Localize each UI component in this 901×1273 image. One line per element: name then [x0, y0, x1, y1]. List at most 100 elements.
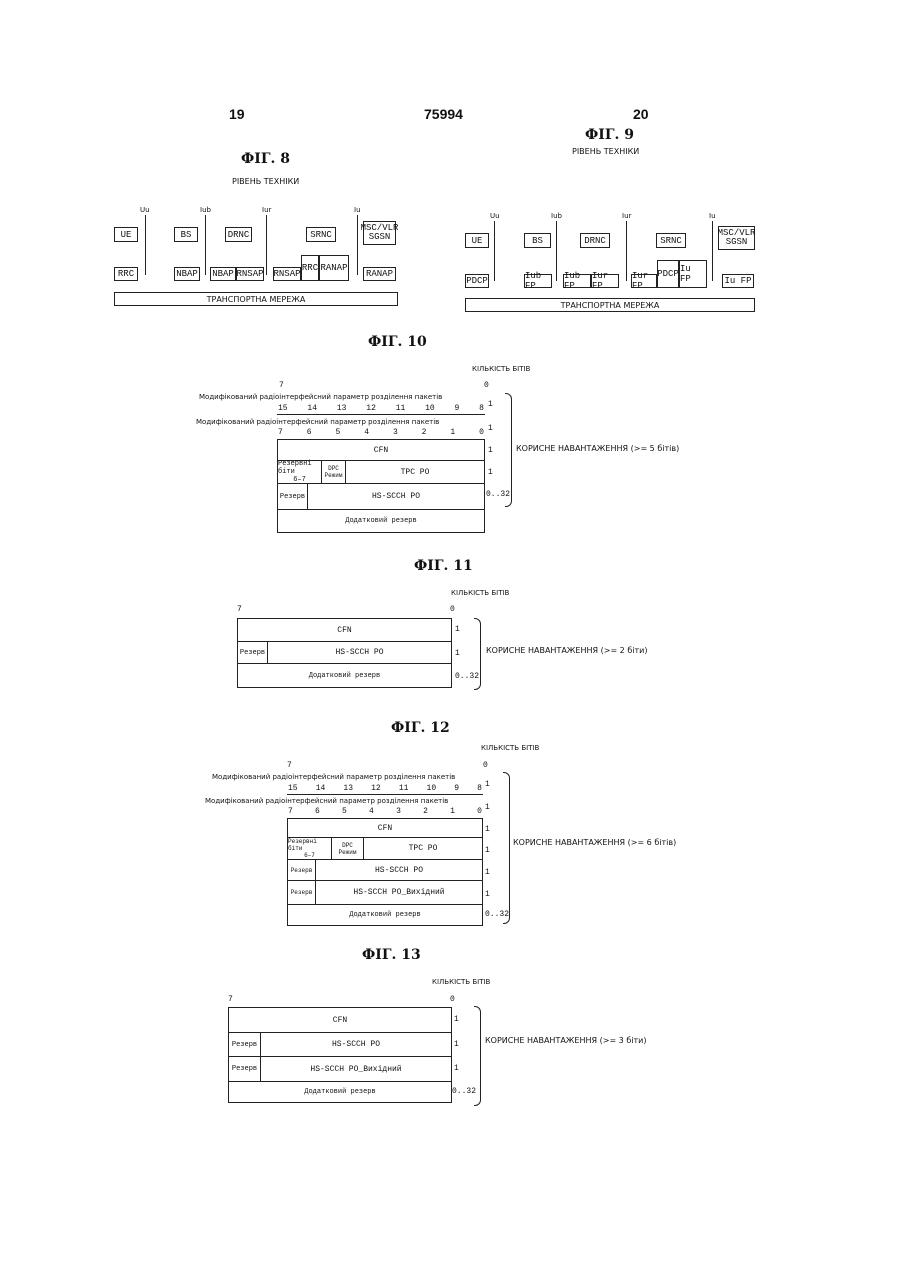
fig9-node-bs: BS	[524, 233, 551, 248]
fig11-bit-lo: 0	[450, 605, 455, 614]
fig13-frame-table: CFN Резерв HS-SCCH PO Резерв HS-SCCH PO_…	[228, 1007, 452, 1103]
fig13-spare-2: Резерв	[229, 1057, 261, 1082]
fig11-cfn: CFN	[238, 619, 451, 642]
fig12-count-4: 1	[485, 868, 490, 877]
fig13-count-1: 1	[454, 1040, 459, 1049]
fig12-count-5: 1	[485, 890, 490, 899]
fig13-bit-lo: 0	[450, 995, 455, 1004]
fig8-node-bs: BS	[174, 227, 198, 242]
fig10-payload: КОРИСНЕ НАВАНТАЖЕННЯ (>= 5 бітів)	[516, 444, 679, 453]
fig11-frame-table: CFN Резерв HS-SCCH PO Додатковий резерв	[237, 618, 452, 688]
fig12-spare-1: Резерв	[288, 860, 316, 881]
fig13-cfn: CFN	[229, 1008, 451, 1033]
fig8-iface-iur: Iur	[262, 206, 271, 214]
fig12-cfn: CFN	[288, 819, 482, 838]
fig10-extra-spare: Додатковий резерв	[278, 510, 484, 532]
fig12-mod-label-2: Модифікований радіоінтерфейсний параметр…	[205, 797, 448, 805]
fig9-proto-pdcp-srnc: PDCP	[657, 260, 679, 288]
fig10-bits-row-2: 76543210	[278, 428, 484, 437]
fig12-extra-spare: Додатковий резерв	[288, 905, 482, 925]
fig13-title: ФІГ. 13	[362, 947, 421, 963]
fig12-hs-scch: HS-SCCH PO	[316, 860, 482, 881]
fig12-bits-label: КІЛЬКІСТЬ БІТІВ	[481, 744, 539, 752]
fig9-proto-pdcp: PDCP	[465, 274, 489, 288]
fig8-proto-nbap-drnc: NBAP	[210, 267, 236, 281]
fig9-title: ФІГ. 9	[585, 127, 634, 143]
fig10-tpc: TPC PO	[346, 461, 484, 484]
fig12-payload: КОРИСНЕ НАВАНТАЖЕННЯ (>= 6 бітів)	[513, 838, 676, 847]
fig8-title: ФІГ. 8	[241, 151, 290, 167]
fig9-subtitle: РІВЕНЬ ТЕХНІКИ	[572, 147, 639, 156]
fig8-node-core: MSC/VLRSGSN	[363, 221, 396, 245]
fig13-hs-scch: HS-SCCH PO	[261, 1033, 451, 1057]
fig12-count-3: 1	[485, 846, 490, 855]
fig8-iface-uu: Uu	[140, 206, 150, 214]
fig12-hs-scch-out: HS-SCCH PO_Вихідний	[316, 881, 482, 905]
fig12-dpc-mode: DPCРежим	[332, 838, 364, 860]
fig10-cfn: CFN	[278, 440, 484, 461]
fig10-brace	[505, 393, 512, 507]
fig11-brace	[474, 618, 481, 690]
fig13-count-0: 1	[454, 1015, 459, 1024]
fig9-iface-uu: Uu	[490, 212, 500, 220]
fig10-title: ФІГ. 10	[368, 334, 427, 350]
fig12-bits-row-1: 15141312111098	[288, 784, 482, 793]
fig12-spare-2: Резерв	[288, 881, 316, 905]
fig12-frame-table: CFN Резервні біти6–7 DPCРежим TPC PO Рез…	[287, 818, 483, 926]
fig8-proto-rnsap-srnc: RNSAP	[273, 267, 301, 281]
fig12-mod-label-1: Модифікований радіоінтерфейсний параметр…	[212, 773, 455, 781]
fig11-bit-hi: 7	[237, 605, 242, 614]
fig11-extra-spare: Додатковий резерв	[238, 664, 451, 687]
fig11-count-0: 1	[455, 625, 460, 634]
fig13-bit-hi: 7	[228, 995, 233, 1004]
fig12-tpc: TPC PO	[364, 838, 482, 860]
fig8-proto-rnsap-drnc: RNSAP	[236, 267, 264, 281]
fig8-node-ue: UE	[114, 227, 138, 242]
fig10-hs-scch: HS-SCCH PO	[308, 484, 484, 510]
fig11-hs-scch: HS-SCCH PO	[268, 642, 451, 664]
fig13-bits-label: КІЛЬКІСТЬ БІТІВ	[432, 978, 490, 986]
fig8-transport: ТРАНСПОРТНА МЕРЕЖА	[114, 292, 398, 306]
fig13-spare-1: Резерв	[229, 1033, 261, 1057]
fig11-bits-label: КІЛЬКІСТЬ БІТІВ	[451, 589, 509, 597]
fig10-count-2: 1	[488, 446, 493, 455]
fig8-subtitle: РІВЕНЬ ТЕХНІКИ	[232, 177, 299, 186]
fig10-bit-hi: 7	[279, 381, 284, 390]
fig12-count-2: 1	[485, 825, 490, 834]
fig11-count-1: 1	[455, 649, 460, 658]
fig10-count-3: 1	[488, 468, 493, 477]
fig8-node-srnc: SRNC	[306, 227, 336, 242]
fig13-count-2: 1	[454, 1064, 459, 1073]
fig9-iface-iu: Iu	[709, 212, 716, 220]
fig13-brace	[474, 1006, 481, 1106]
fig13-extra-spare: Додатковий резерв	[229, 1082, 451, 1102]
fig10-bits-row-1: 15141312111098	[278, 404, 484, 413]
fig9-proto-iurfp-drnc: Iur FP	[591, 274, 619, 288]
fig12-bits-row-2: 76543210	[288, 807, 482, 816]
fig11-title: ФІГ. 11	[414, 558, 473, 574]
fig10-mod-label-1: Модифікований радіоінтерфейсний параметр…	[199, 393, 442, 401]
fig9-node-srnc: SRNC	[656, 233, 686, 248]
fig10-mod-label-2: Модифікований радіоінтерфейсний параметр…	[196, 418, 439, 426]
fig9-proto-iubfp-bs: Iub FP	[524, 274, 552, 288]
fig10-spare-bits: Резервні біти6–7	[278, 461, 322, 484]
fig10-bits-label: КІЛЬКІСТЬ БІТІВ	[472, 365, 530, 373]
page-number-right: 20	[633, 106, 649, 122]
fig13-payload: КОРИСНЕ НАВАНТАЖЕННЯ (>= 3 біти)	[485, 1036, 646, 1045]
fig13-hs-scch-out: HS-SCCH PO_Вихідний	[261, 1057, 451, 1082]
fig13-count-3: 0..32	[452, 1087, 476, 1096]
fig8-proto-ranap-srnc: RANAP	[319, 255, 349, 281]
fig8-iface-iub: Iub	[200, 206, 211, 214]
fig9-proto-iurfp-srnc: Iur FP	[631, 274, 657, 288]
fig12-spare-bits: Резервні біти6–7	[288, 838, 332, 860]
fig11-spare: Резерв	[238, 642, 268, 664]
fig12-bit-lo: 0	[483, 761, 488, 770]
fig10-bit-lo: 0	[484, 381, 489, 390]
fig8-proto-rrc: RRC	[114, 267, 138, 281]
fig12-count-1: 1	[485, 803, 490, 812]
fig10-dpc-mode: DPCРежим	[322, 461, 346, 484]
fig8-proto-rrc-srnc: RRC	[301, 255, 319, 281]
fig9-proto-iufp-srnc: Iu FP	[679, 260, 707, 288]
fig11-payload: КОРИСНЕ НАВАНТАЖЕННЯ (>= 2 біти)	[486, 646, 647, 655]
fig8-proto-nbap-bs: NBAP	[174, 267, 200, 281]
